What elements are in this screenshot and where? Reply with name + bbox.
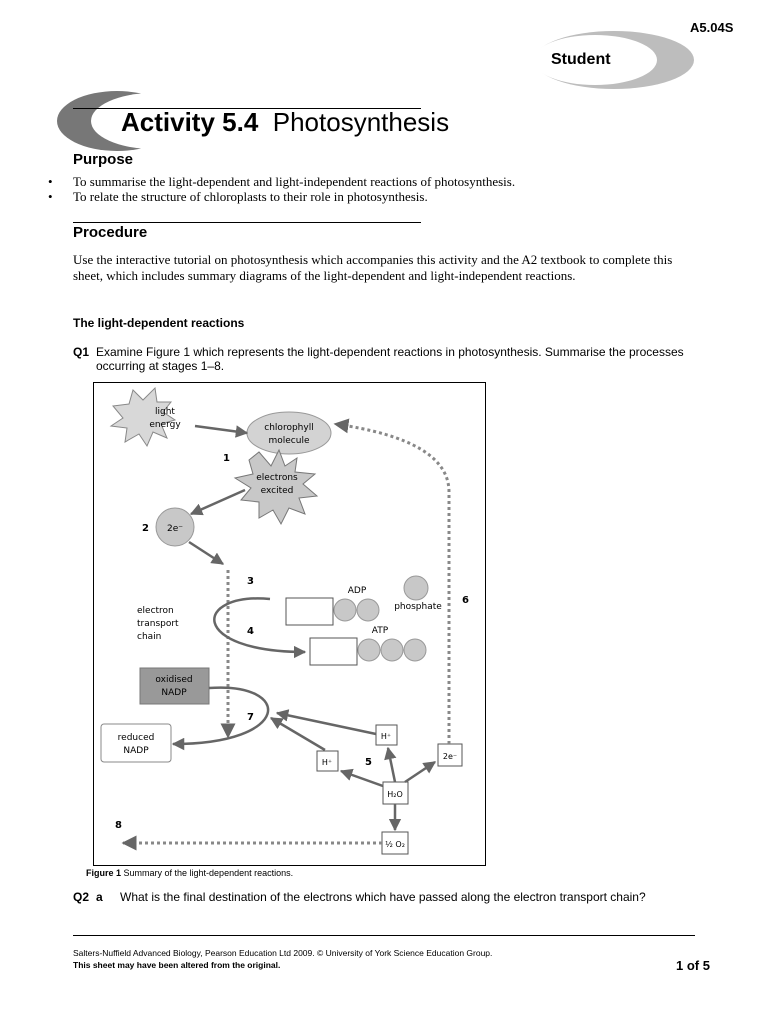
figure-caption-text: Summary of the light-dependent reactions… [121, 868, 294, 878]
etc-curve-arrow [213, 597, 307, 659]
activity-number: Activity 5.4 [121, 107, 259, 137]
figure-caption: Figure 1 Summary of the light-dependent … [86, 868, 293, 878]
phosphate-label: phosphate [394, 602, 442, 612]
section-heading: The light-dependent reactions [73, 316, 245, 330]
nadp-curve-arrow [171, 686, 270, 751]
water-to-h-plus-arrow [339, 768, 384, 788]
h-plus-label: H⁺ [322, 758, 332, 767]
atp-label: ATP [372, 626, 389, 636]
atp-phosphate [380, 638, 404, 662]
student-label: Student [551, 51, 611, 68]
adp-label: ADP [348, 586, 367, 596]
procedure-text: Use the interactive tutorial on photosyn… [73, 252, 673, 283]
electron-return-dotted [333, 418, 451, 744]
electrons-excited-label: electrons [256, 473, 298, 483]
adp-phosphate [356, 598, 380, 622]
purpose-heading: Purpose [73, 151, 134, 168]
question-text: What is the final destination of the ele… [120, 890, 646, 904]
atp-phosphate [357, 638, 381, 662]
phosphate-circle [403, 575, 429, 601]
student-badge-swoosh [533, 31, 694, 89]
stage-number: 8 [115, 820, 122, 831]
stage-number: 7 [247, 712, 254, 723]
electrons-excited-star [233, 448, 319, 526]
reduced-nadp-box [100, 723, 172, 763]
stage-number: 4 [247, 626, 254, 637]
h-plus-to-nadp-arrow [269, 716, 326, 752]
bullet-icon: • [48, 174, 53, 189]
section-rule [73, 222, 421, 223]
procedure-heading: Procedure [73, 224, 148, 241]
stage-number: 5 [365, 757, 372, 768]
purpose-item-text: To relate the structure of chloroplasts … [73, 189, 428, 204]
stage-number: 6 [462, 595, 469, 606]
two-electrons-box-label: 2e⁻ [443, 752, 457, 761]
etc-label: chain [137, 632, 161, 642]
oxygen-label: ½ O₂ [385, 840, 405, 849]
water-to-h-plus-arrow [384, 746, 397, 783]
etc-label: transport [137, 619, 179, 629]
activity-topic: Photosynthesis [272, 107, 450, 137]
bullet-icon: • [48, 189, 53, 204]
question-number: Q2 [73, 890, 90, 904]
light-energy-star [109, 386, 177, 448]
page-number: 1 of 5 [676, 958, 710, 973]
footer-rule [73, 935, 695, 936]
two-electrons-label: 2e⁻ [167, 524, 183, 534]
chlorophyll-molecule [246, 411, 332, 455]
atp-box [309, 637, 358, 666]
title-rule [73, 108, 421, 109]
footer-copyright: Salters-Nuffield Advanced Biology, Pears… [73, 948, 493, 958]
purpose-item: • To summarise the light-dependent and li… [48, 174, 515, 190]
purpose-item-text: To summarise the light-dependent and lig… [73, 174, 516, 189]
adp-box [285, 597, 334, 626]
page-title: Activity 5.4 Photosynthesis [121, 107, 449, 138]
title-swoosh [57, 91, 185, 151]
etc-label: electron [137, 606, 174, 616]
stage-number: 2 [142, 523, 149, 534]
reduced-nadp-label: NADP [123, 746, 149, 756]
question-number: Q1 [73, 345, 90, 359]
water-to-2e-arrow [404, 760, 437, 784]
h-plus-label: H⁺ [381, 732, 391, 741]
light-dependent-reactions-diagram: light energy chlorophyll molecule electr… [100, 386, 469, 855]
stage-number: 3 [247, 576, 254, 587]
question-subpart: a [96, 890, 103, 904]
h-plus-box [316, 750, 339, 772]
h-plus-to-nadp-arrow [275, 709, 377, 736]
light-to-chlorophyll-arrow [194, 424, 249, 438]
question-text: Examine Figure 1 which represents the li… [96, 345, 684, 373]
h-plus-box [375, 724, 398, 746]
reduced-nadp-label: reduced [118, 733, 155, 743]
chlorophyll-label: chlorophyll [264, 423, 313, 433]
two-electrons-circle [155, 507, 195, 547]
atp-phosphate [403, 638, 427, 662]
chlorophyll-label: molecule [268, 436, 309, 446]
electrons-excited-label: excited [261, 486, 294, 496]
footer-note: This sheet may have been altered from th… [73, 960, 281, 970]
water-label: H₂O [387, 790, 403, 799]
oxidised-nadp-box [139, 667, 210, 705]
purpose-item: • To relate the structure of chloroplasts… [48, 189, 428, 205]
oxidised-nadp-label: oxidised [155, 675, 192, 685]
figure-caption-label: Figure 1 [86, 868, 122, 878]
oxidised-nadp-label: NADP [161, 688, 187, 698]
figure-frame [93, 382, 486, 866]
document-code: A5.04S [690, 20, 734, 35]
light-energy-label: light [155, 407, 175, 417]
light-energy-label: energy [149, 420, 181, 430]
stage-number: 1 [223, 453, 230, 464]
2e-to-etc-arrow [188, 540, 225, 566]
excited-to-2e-arrow [189, 488, 246, 516]
adp-phosphate [333, 598, 357, 622]
